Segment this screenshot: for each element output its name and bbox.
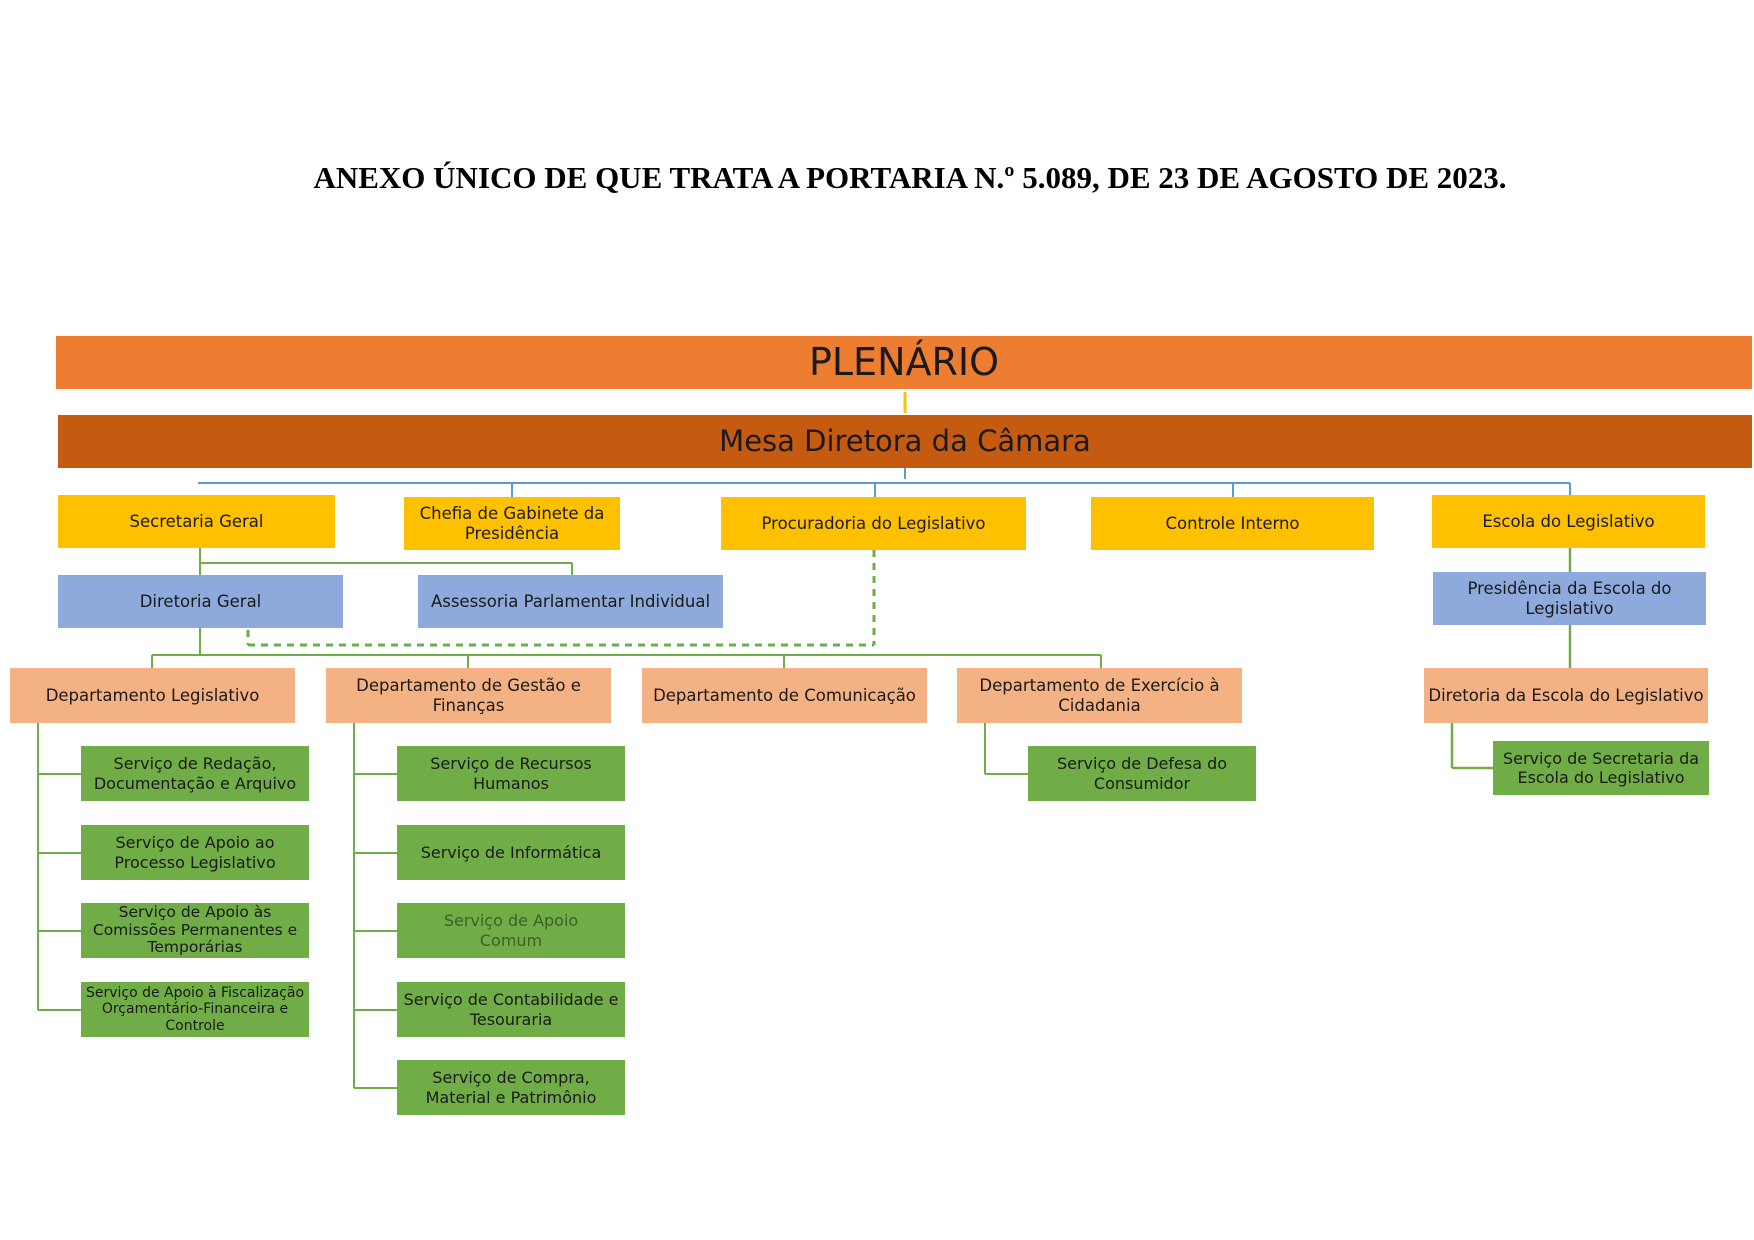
connector-escola-chain (1450, 548, 1572, 770)
box-plenario: PLENÁRIO (56, 336, 1752, 389)
box-dep-gestao: Departamento de Gestão e Finanças (326, 668, 611, 723)
box-srv-fiscalizacao: Serviço de Apoio à Fiscalização Orçament… (81, 982, 309, 1037)
box-dep-comunicacao: Departamento de Comunicação (642, 668, 927, 723)
box-procuradoria: Procuradoria do Legislativo (721, 497, 1026, 550)
box-secretaria-geral: Secretaria Geral (58, 495, 335, 548)
box-srv-contabilidade: Serviço de Contabilidade e Tesouraria (397, 982, 625, 1037)
box-srv-secretaria-escola: Serviço de Secretaria da Escola do Legis… (1493, 741, 1709, 795)
box-srv-apoio-processo: Serviço de Apoio ao Processo Legislativo (81, 825, 309, 880)
box-diretoria-geral: Diretoria Geral (58, 575, 343, 628)
box-escola-legislativo: Escola do Legislativo (1432, 495, 1705, 548)
connector-procuradoria-dotted (246, 550, 876, 647)
document-title: ANEXO ÚNICO DE QUE TRATA A PORTARIA N.º … (313, 160, 1507, 195)
box-srv-redacao: Serviço de Redação, Documentação e Arqui… (81, 746, 309, 801)
box-dep-legislativo: Departamento Legislativo (10, 668, 295, 723)
box-srv-rh: Serviço de Recursos Humanos (397, 746, 625, 801)
box-diretoria-escola: Diretoria da Escola do Legislativo (1424, 668, 1708, 723)
connector-dep-cidadania-services (984, 723, 1028, 775)
connector-secretaria-children (151, 548, 1102, 668)
box-assessoria-parlamentar: Assessoria Parlamentar Individual (418, 575, 723, 628)
connector-mesa-children (198, 468, 1571, 497)
box-presidencia-escola: Presidência da Escola do Legislativo (1433, 572, 1706, 625)
box-srv-apoio-comum: Serviço de Apoio Comum (397, 903, 625, 958)
box-srv-compra: Serviço de Compra, Material e Patrimônio (397, 1060, 625, 1115)
connector-dep-legislativo-services (37, 723, 81, 1011)
box-chefia-gabinete: Chefia de Gabinete da Presidência (404, 497, 620, 550)
box-srv-informatica: Serviço de Informática (397, 825, 625, 880)
box-dep-cidadania: Departamento de Exercício à Cidadania (957, 668, 1242, 723)
box-srv-comissoes: Serviço de Apoio às Comissões Permanente… (81, 903, 309, 958)
box-controle-interno: Controle Interno (1091, 497, 1374, 550)
box-mesa-diretora: Mesa Diretora da Câmara (58, 415, 1752, 468)
box-srv-consumidor: Serviço de Defesa do Consumidor (1028, 746, 1256, 801)
connector-dep-gestao-services (353, 723, 397, 1089)
